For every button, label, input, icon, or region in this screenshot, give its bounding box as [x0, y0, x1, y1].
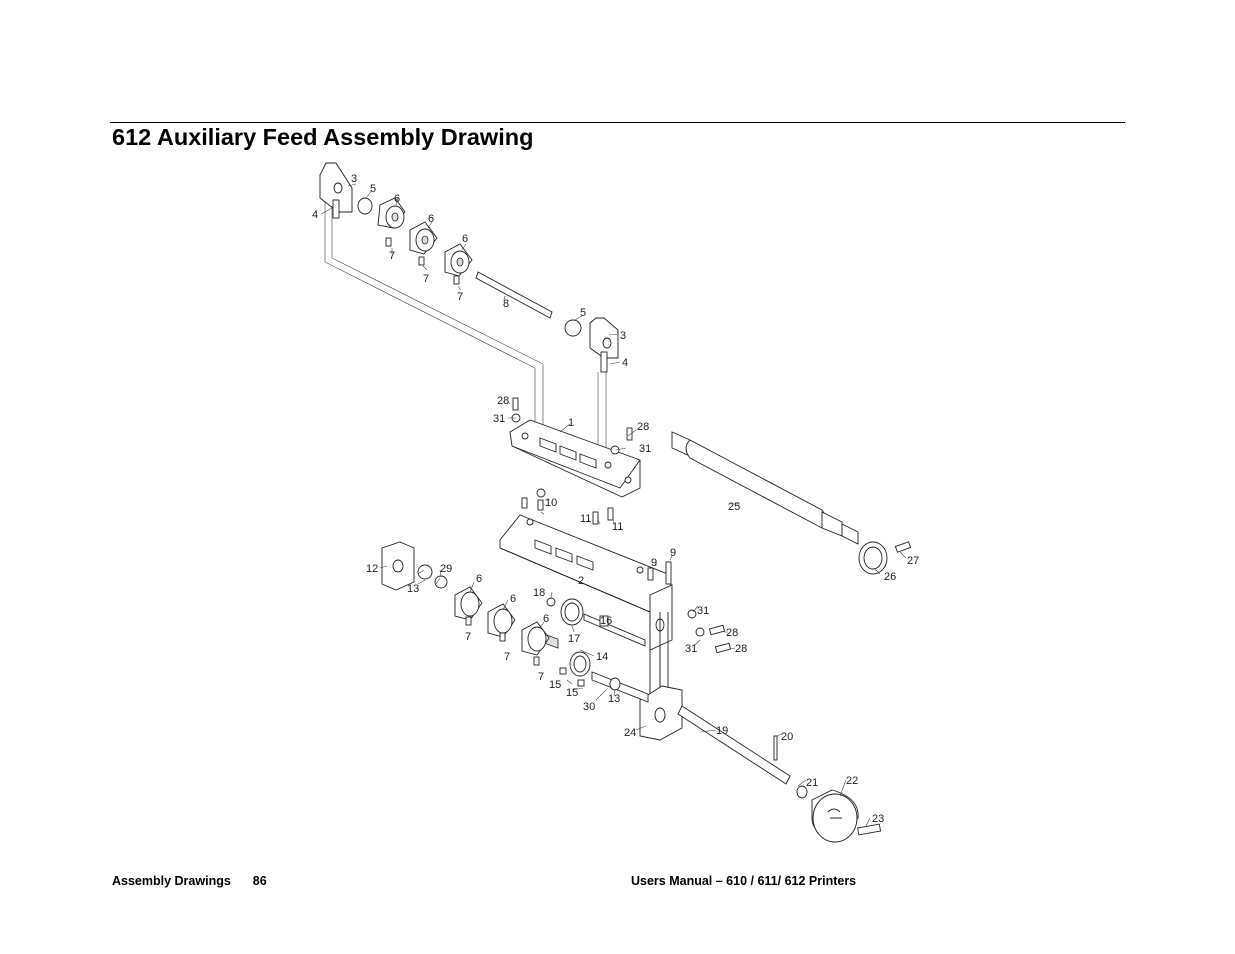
svg-text:30: 30 [583, 701, 595, 713]
lower-rollers [454, 586, 550, 666]
upper-right-bracket [564, 317, 619, 373]
svg-text:3: 3 [620, 330, 626, 342]
side-bracket-24 [639, 612, 683, 741]
svg-text:25: 25 [728, 501, 740, 513]
middle-screws [521, 488, 614, 525]
page-title: 612 Auxiliary Feed Assembly Drawing [112, 124, 534, 150]
svg-text:18: 18 [533, 587, 545, 599]
svg-text:7: 7 [504, 651, 510, 663]
svg-text:7: 7 [457, 291, 463, 303]
svg-text:9: 9 [670, 547, 676, 559]
svg-text:27: 27 [907, 555, 919, 567]
svg-text:23: 23 [872, 813, 884, 825]
svg-text:11: 11 [612, 521, 623, 533]
svg-text:31: 31 [493, 413, 505, 425]
svg-text:19: 19 [716, 725, 728, 737]
svg-text:31: 31 [639, 443, 651, 455]
side-screws [687, 609, 732, 654]
svg-text:11: 11 [580, 513, 591, 525]
svg-text:2: 2 [578, 575, 584, 587]
lower-base-plate [499, 514, 673, 706]
svg-text:6: 6 [510, 593, 516, 605]
svg-text:6: 6 [462, 233, 468, 245]
svg-text:6: 6 [428, 213, 434, 225]
svg-text:7: 7 [423, 273, 429, 285]
svg-text:31: 31 [685, 643, 697, 655]
svg-text:6: 6 [476, 573, 482, 585]
footer-page-number: 86 [252, 874, 267, 888]
footer-section: Assembly Drawings 86 [112, 874, 267, 888]
svg-text:15: 15 [549, 679, 561, 691]
assembly-drawing: 3 4 5 6 6 6 7 7 7 8 5 3 4 28 31 1 28 31 … [312, 162, 919, 843]
svg-text:17: 17 [568, 633, 580, 645]
gear-14-shaft-30 [559, 651, 649, 703]
svg-text:16: 16 [600, 615, 612, 627]
svg-text:7: 7 [465, 631, 471, 643]
svg-text:3: 3 [351, 173, 357, 185]
svg-text:12: 12 [366, 563, 378, 575]
callout-leaders [320, 183, 907, 827]
svg-text:6: 6 [394, 193, 400, 205]
svg-text:31: 31 [697, 605, 709, 617]
knob-22 [811, 789, 882, 843]
upper-left-bracket [319, 162, 353, 219]
svg-text:29: 29 [440, 563, 452, 575]
svg-text:14: 14 [596, 651, 608, 663]
svg-text:7: 7 [389, 250, 395, 262]
svg-text:15: 15 [566, 687, 578, 699]
svg-text:7: 7 [538, 671, 544, 683]
svg-text:28: 28 [497, 395, 509, 407]
assembly-leader-right [597, 372, 607, 448]
svg-text:28: 28 [726, 627, 738, 639]
screws-9 [647, 561, 672, 585]
svg-text:21: 21 [806, 777, 818, 789]
svg-text:13: 13 [608, 693, 620, 705]
upper-base-plate [509, 419, 641, 649]
footer-manual-title: Users Manual – 610 / 611/ 612 Printers [631, 874, 857, 888]
svg-text:6: 6 [543, 613, 549, 625]
gear-17-shaft-16 [546, 597, 646, 647]
svg-text:8: 8 [503, 298, 509, 310]
svg-text:1: 1 [568, 417, 574, 429]
svg-text:28: 28 [735, 643, 747, 655]
svg-text:5: 5 [580, 307, 586, 319]
svg-text:4: 4 [312, 209, 318, 221]
svg-text:26: 26 [884, 571, 896, 583]
svg-text:22: 22 [846, 775, 858, 787]
footer-section-title: Assembly Drawings [112, 874, 231, 888]
svg-text:13: 13 [407, 583, 419, 595]
svg-text:24: 24 [624, 727, 636, 739]
svg-text:20: 20 [781, 731, 793, 743]
svg-text:10: 10 [545, 497, 557, 509]
svg-text:9: 9 [651, 557, 657, 569]
assembly-leader-left [324, 202, 544, 432]
svg-text:5: 5 [370, 183, 376, 195]
roller-25 [671, 431, 912, 575]
svg-text:4: 4 [622, 357, 628, 369]
upper-rollers [357, 197, 473, 285]
shaft-8 [475, 271, 553, 319]
svg-text:28: 28 [637, 421, 649, 433]
lower-left-bracket [381, 541, 448, 591]
header-rule [110, 122, 1125, 123]
callout-labels: 3 4 5 6 6 6 7 7 7 8 5 3 4 28 31 1 28 31 … [312, 173, 919, 825]
shaft-19 [677, 705, 808, 799]
